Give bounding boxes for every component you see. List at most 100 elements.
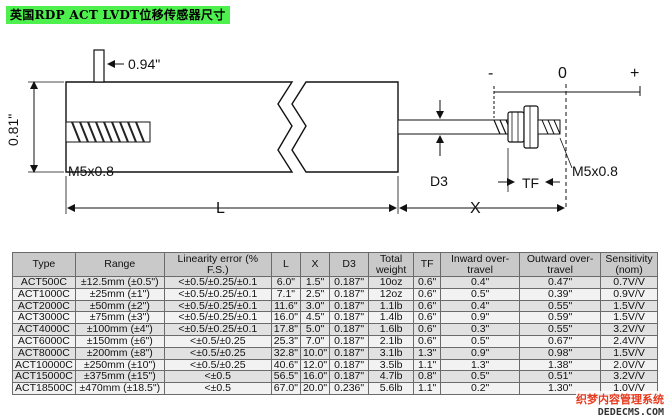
table-cell: 17.8" (270, 323, 301, 336)
thread-left-label: M5x0.8 (68, 163, 114, 179)
table-cell: 3.5lb (368, 358, 415, 372)
table-cell: 3.0" (299, 299, 331, 313)
table-cell: 12.0" (299, 358, 331, 372)
table-cell: ACT10000C (12, 358, 76, 372)
table-cell: 0.187" (329, 299, 370, 313)
table-cell: 0.187" (329, 323, 370, 336)
table-cell: 1.6lb (368, 323, 415, 336)
table-cell: 0.6" (413, 334, 442, 348)
table-cell: 4.7lb (368, 370, 415, 384)
stroke-length-label: X (470, 200, 481, 217)
table-cell: <±0.5/±0.25 (163, 358, 272, 372)
page-title: 英国RDP ACT LVDT位移传感器尺寸 (6, 6, 230, 24)
table-cell: 0.67" (519, 334, 602, 348)
table-cell: 2.1lb (368, 334, 415, 348)
table-cell: 0.6" (413, 311, 442, 325)
table-cell: ±150mm (±6") (74, 334, 165, 348)
body-length-label: L (216, 200, 225, 217)
col-x: X (299, 252, 331, 277)
table-cell: 5.0" (299, 323, 331, 336)
table-cell: 2.0V/V (600, 358, 658, 372)
table-cell: 0.2" (440, 382, 521, 395)
table-cell: 10oz (368, 276, 415, 289)
table-cell: 0.6" (413, 299, 442, 313)
table-cell: 16.0" (270, 311, 301, 325)
table-cell: ±375mm (±15") (74, 370, 165, 384)
table-cell: ±200mm (±8") (74, 346, 165, 360)
col-sensitivity: Sensitivity (nom) (600, 252, 658, 277)
table-cell: ACT15000C (12, 370, 76, 384)
table-cell: 0.98" (519, 346, 602, 360)
table-cell: 1.38" (519, 358, 602, 372)
mounting-pin (93, 49, 105, 83)
col-weight: Total weight (368, 252, 415, 277)
table-cell: <±0.5/±0.25 (163, 334, 272, 348)
col-type: Type (12, 252, 76, 277)
table-cell: 4.5" (299, 311, 331, 325)
rod-dim-label: D3 (430, 173, 448, 189)
table-cell: 0.5" (440, 334, 521, 348)
table-cell: 1.3" (440, 358, 521, 372)
table-cell: 16.0" (299, 370, 331, 384)
table-cell: 0.187" (329, 276, 370, 289)
table-cell: ACT1000C (12, 287, 76, 301)
height-dim-label: 0.81" (5, 114, 21, 146)
thread-right-label: M5x0.8 (572, 163, 618, 179)
tf-dim-label: TF (522, 175, 539, 191)
table-cell: 0.236" (329, 382, 370, 395)
table-cell: ACT8000C (12, 346, 76, 360)
sensor-body-right (291, 81, 399, 173)
watermark-url: DEDECMS.COM (576, 407, 664, 418)
table-cell: 0.6" (413, 323, 442, 336)
table-cell: 0.4" (440, 299, 521, 313)
table-cell: 1.4lb (368, 311, 415, 325)
col-range: Range (74, 252, 165, 277)
table-cell: 5.6lb (368, 382, 415, 395)
lvdt-dimension-drawing: 0.94" M5x0.8 0.81" D3 M5x0.8 - 0 + TF L (5, 49, 641, 217)
sensor-body (65, 81, 294, 173)
table-cell: 0.9" (440, 346, 521, 360)
table-cell: 1.1lb (368, 299, 415, 313)
table-cell: 7.1" (270, 287, 301, 301)
table-cell: 0.7V/V (600, 276, 658, 289)
table-cell: 0.55" (519, 323, 602, 336)
table-cell: 12oz (368, 287, 415, 301)
table-cell: 1.5V/V (600, 311, 658, 325)
table-cell: 40.6" (270, 358, 301, 372)
table-cell: ±75mm (±3") (74, 311, 165, 325)
table-cell: 10.0" (299, 346, 331, 360)
table-cell: 2.5" (299, 287, 331, 301)
table-cell: <±0.5 (163, 382, 272, 395)
table-cell: 1.5V/V (600, 299, 658, 313)
table-cell: ±250mm (±10") (74, 358, 165, 372)
table-cell: <±0.5 (163, 370, 272, 384)
table-cell: 3.1lb (368, 346, 415, 360)
zero-label: 0 (558, 65, 567, 82)
table-cell: <±0.5/±0.25/±0.1 (163, 323, 272, 336)
table-cell: 0.9" (440, 311, 521, 325)
table-cell: ±100mm (±4") (74, 323, 165, 336)
table-cell: 0.59" (519, 311, 602, 325)
col-tf: TF (413, 252, 442, 277)
table-cell: ACT6000C (12, 334, 76, 348)
table-cell: 1.1" (413, 358, 442, 372)
table-cell: 0.39" (519, 287, 602, 301)
table-cell: 0.187" (329, 370, 370, 384)
thread-left (65, 121, 151, 143)
minus-label: - (488, 65, 493, 82)
plus-label: + (630, 65, 639, 82)
table-cell: 3.2V/V (600, 323, 658, 336)
table-cell: 7.0" (299, 334, 331, 348)
table-cell: 0.187" (329, 311, 370, 325)
table-cell: <±0.5/±0.25/±0.1 (163, 276, 272, 289)
table-cell: 0.55" (519, 299, 602, 313)
spec-table: Type Range Linearity error (% F.S.) L X … (12, 252, 658, 395)
